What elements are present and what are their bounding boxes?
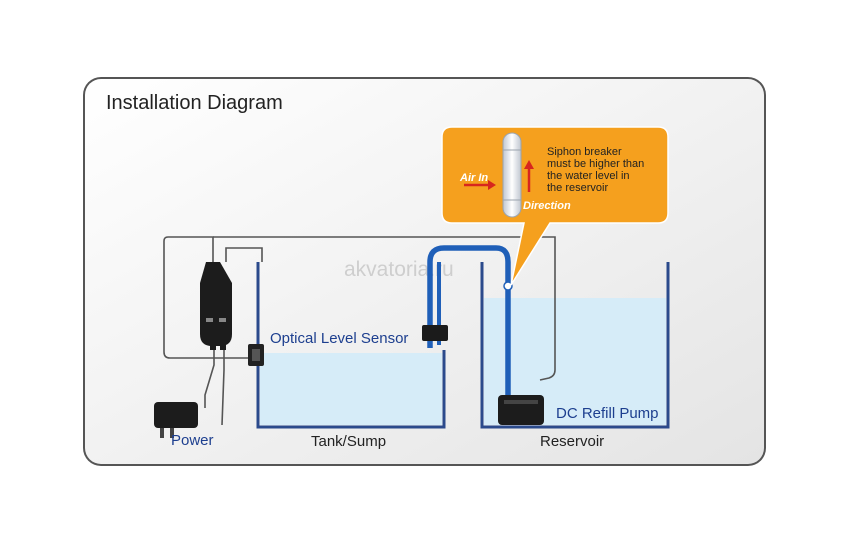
power-cable-2 bbox=[221, 345, 225, 426]
dc-refill-pump-label: DC Refill Pump bbox=[556, 405, 659, 422]
direction-label: Direction bbox=[523, 200, 571, 212]
sensor-cable bbox=[163, 236, 248, 359]
air-in-label: Air In bbox=[459, 172, 488, 184]
pump-cable bbox=[213, 236, 556, 381]
tank-label: Tank/Sump bbox=[311, 433, 386, 450]
reservoir-label: Reservoir bbox=[540, 433, 604, 450]
callout-note-line-1: Siphon breaker bbox=[547, 146, 622, 158]
siphon-breaker-callout: Air In Direction Siphon breaker must be … bbox=[441, 126, 669, 286]
power-label: Power bbox=[171, 432, 214, 449]
callout-note-line-4: the reservoir bbox=[547, 182, 608, 194]
siphon-breaker-point bbox=[503, 281, 513, 291]
controller-unit bbox=[200, 262, 232, 350]
watermark: akvatoria.ru bbox=[344, 258, 454, 281]
diagram-title: Installation Diagram bbox=[106, 92, 283, 114]
tube-clip bbox=[422, 325, 448, 341]
callout-note-line-3: the water level in bbox=[547, 170, 630, 182]
power-cable bbox=[204, 345, 215, 408]
callout-note-line-2: must be higher than bbox=[547, 158, 644, 170]
power-adapter bbox=[154, 402, 198, 438]
tank-water bbox=[260, 353, 442, 425]
refill-tube bbox=[427, 245, 511, 395]
optical-level-sensor-label: Optical Level Sensor bbox=[270, 330, 408, 347]
controller-cable bbox=[225, 247, 263, 262]
reservoir-walls bbox=[480, 262, 670, 429]
dc-refill-pump bbox=[498, 395, 544, 425]
siphon-breaker-icon bbox=[502, 132, 522, 218]
